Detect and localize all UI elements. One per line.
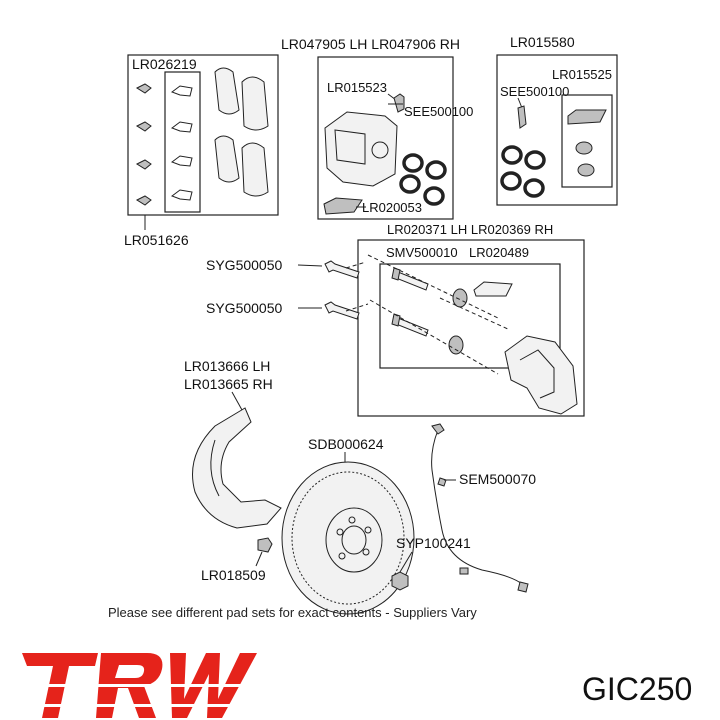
rear-kit-group: LR015580 LR015525 SEE500100 <box>496 34 618 206</box>
product-code: GIC250 <box>582 671 692 707</box>
rear-piston-seals <box>500 145 546 198</box>
guide-subbox <box>379 263 561 369</box>
caliper-body <box>324 111 398 187</box>
caliper-group: LR047905 LH LR047906 RH LR015523 SEE5001… <box>281 36 473 220</box>
guide-pin-boots <box>575 141 595 177</box>
shield-bolt-label: LR018509 <box>201 567 266 583</box>
caliper-carrier <box>504 335 578 415</box>
shield-rh-label: LR013665 RH <box>184 376 273 392</box>
sensor-label: SEM500070 <box>459 471 536 487</box>
shield-lh-label: LR013666 LH <box>184 358 270 374</box>
see-ref-b-label: SEE500100 <box>500 84 569 99</box>
carrier-slide-pad <box>473 281 513 297</box>
guide-bolts <box>391 267 429 337</box>
pad-kit-box <box>127 54 279 216</box>
bleed-screw <box>393 93 405 113</box>
caliper-box <box>317 56 454 220</box>
slide-pad-label: LR015525 <box>552 67 612 82</box>
shield-bolt <box>257 537 273 553</box>
brake-disc-group: SDB000624 SYP100241 <box>281 436 471 615</box>
guide-boots <box>448 288 468 355</box>
bolt-lower-label: SYG500050 <box>206 300 282 316</box>
pad-kit-bolts <box>135 83 152 206</box>
piston-pad-label: LR020053 <box>362 200 422 215</box>
brake-pads <box>214 67 269 197</box>
dust-shield <box>192 407 282 529</box>
contents-note: Please see different pad sets for exact … <box>108 605 477 620</box>
slide-pad-subbox <box>561 94 613 188</box>
carrier-group: LR020371 LH LR020369 RH SMV500010 LR0204… <box>206 222 585 417</box>
disc-hat <box>325 507 383 573</box>
dust-shield-group: LR013666 LH LR013665 RH LR018509 <box>184 358 282 583</box>
bolt-upper-label: SYG500050 <box>206 257 282 273</box>
disc-label: SDB000624 <box>308 436 384 452</box>
slide-pad <box>567 109 607 125</box>
clip-subbox <box>164 71 201 213</box>
guide-bolt-label: SMV500010 <box>386 245 458 260</box>
wear-sensor-group: SEM500070 <box>431 423 536 593</box>
rear-kit-label: LR015580 <box>510 34 575 50</box>
wear-sensor-wire <box>431 429 523 585</box>
pad-kit-group: LR026219 LR051626 <box>124 54 279 248</box>
carrier-label: LR020371 LH LR020369 RH <box>387 222 553 237</box>
anti-rattle-clips <box>170 85 193 201</box>
rear-bleed-screw <box>517 105 527 129</box>
pad-set-label: LR051626 <box>124 232 189 248</box>
boot-kit-label: LR020489 <box>469 245 529 260</box>
disc-screw <box>391 571 409 591</box>
rear-kit-box <box>496 54 618 206</box>
piston-pad <box>323 197 363 215</box>
trw-logo <box>22 653 257 718</box>
caliper-bolt-label: LR015523 <box>327 80 387 95</box>
carrier-box <box>357 239 585 417</box>
disc-screw-label: SYP100241 <box>396 535 471 551</box>
see-ref-a-label: SEE500100 <box>404 104 473 119</box>
caliper-label: LR047905 LH LR047906 RH <box>281 36 460 52</box>
piston-seals <box>399 153 447 206</box>
pad-kit-label: LR026219 <box>132 56 197 72</box>
carrier-bolts <box>324 260 360 320</box>
